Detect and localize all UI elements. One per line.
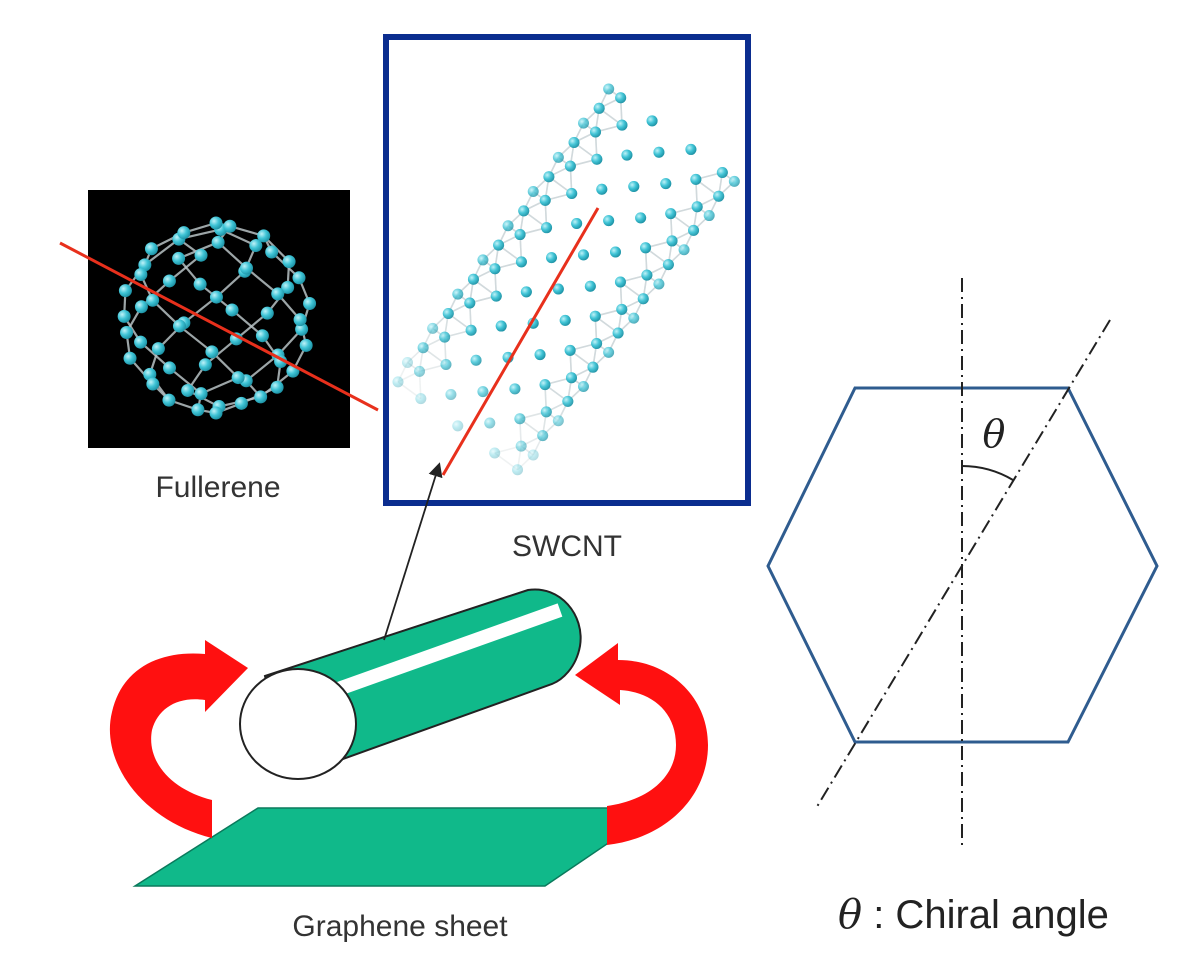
graphene-rolling-illustration: Graphene sheet	[109, 462, 708, 943]
swcnt-label: SWCNT	[512, 530, 622, 563]
chiral-angle-caption-text: : Chiral angle	[862, 893, 1109, 937]
nanotube-lattice-icon	[392, 83, 740, 476]
chiral-vector-line	[814, 319, 1111, 811]
chiral-angle-diagram: θ θ : Chiral angle	[766, 278, 1159, 938]
graphene-sheet	[132, 807, 663, 887]
chiral-angle-caption: θ : Chiral angle	[838, 892, 1109, 938]
swcnt-axis-line	[441, 207, 600, 476]
chiral-angle-arc	[961, 465, 1014, 481]
theta-symbol: θ	[983, 412, 1006, 456]
right-roll-arrow-icon	[575, 643, 708, 845]
swcnt-frame	[383, 34, 751, 506]
fullerene-axis-line	[59, 241, 379, 412]
fullerene-panel: Fullerene	[59, 190, 379, 504]
swcnt-panel: SWCNT	[383, 34, 751, 563]
chiral-angle-caption-theta: θ	[838, 892, 862, 938]
fullerene-label: Fullerene	[155, 471, 280, 504]
rolled-cylinder	[239, 588, 582, 780]
roll-to-swcnt-arrow	[383, 462, 443, 641]
cylinder-end-opening	[239, 668, 357, 780]
left-roll-arrow-icon	[109, 640, 248, 838]
fullerene-molecule-icon	[117, 216, 317, 420]
graphene-sheet-label: Graphene sheet	[292, 910, 508, 943]
